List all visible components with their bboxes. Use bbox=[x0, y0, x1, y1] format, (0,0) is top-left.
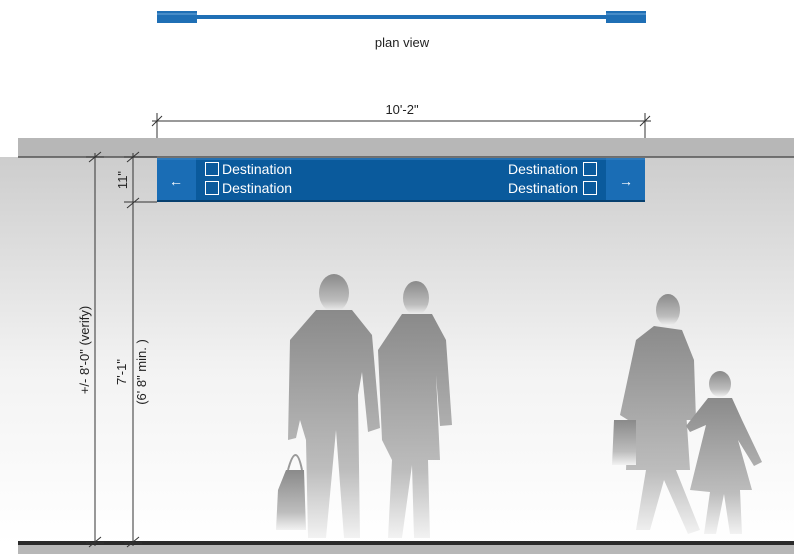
left-arrow-icon: ← bbox=[169, 173, 183, 189]
sign-left-destination-1: Destination bbox=[222, 161, 292, 177]
sign-right-destination-2: Destination bbox=[508, 180, 578, 196]
sign-right-destination-1: Destination bbox=[508, 161, 578, 177]
checkbox-icon bbox=[205, 162, 597, 195]
sign-width-label: 10'-2" bbox=[385, 102, 419, 117]
directional-sign bbox=[157, 158, 645, 202]
clearance-min-label: (6' 8" min. ) bbox=[134, 339, 149, 405]
height-dimensions bbox=[86, 151, 157, 548]
people-silhouettes bbox=[276, 274, 762, 538]
ceiling-height-label: +/- 8'-0" (verify) bbox=[77, 306, 92, 394]
ceiling-band bbox=[18, 138, 794, 157]
sign-height-label: 11" bbox=[115, 171, 130, 189]
right-arrow-icon: → bbox=[619, 173, 633, 189]
sign-width-dimension bbox=[151, 113, 651, 145]
floor-line bbox=[18, 541, 794, 545]
plan-view-bar bbox=[157, 11, 646, 23]
sign-left-destination-2: Destination bbox=[222, 180, 292, 196]
floor-band bbox=[18, 545, 794, 554]
plan-view-label: plan view bbox=[375, 35, 430, 50]
clearance-label: 7'-1" bbox=[114, 359, 129, 385]
